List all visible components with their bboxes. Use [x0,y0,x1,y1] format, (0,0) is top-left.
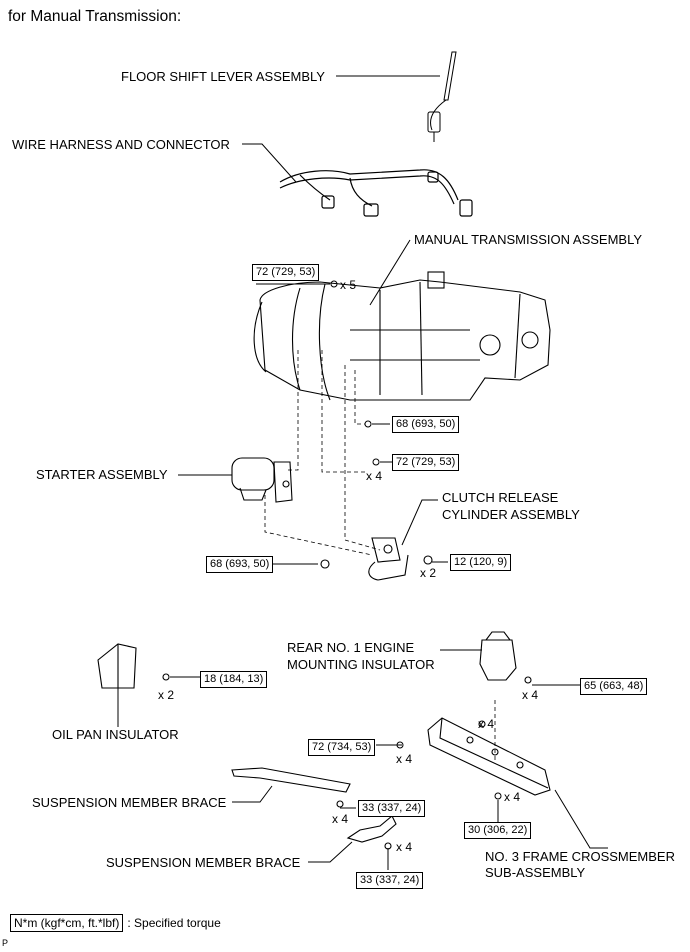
quantity-label: x 4 [332,812,349,826]
torque-spec: 68 (693, 50) [392,416,460,433]
quantity-label: x 5 [340,278,357,292]
torque-spec: 18 (184, 13) [200,671,268,688]
quantity-label: x 2 [420,566,437,580]
torque-spec: 33 (337, 24) [358,800,426,817]
quantity-label: x 4 [396,752,413,766]
label-rear-mount-line1: REAR NO. 1 ENGINE [287,640,415,655]
label-starter: STARTER ASSEMBLY [36,467,168,482]
label-floor-shift-lever: FLOOR SHIFT LEVER ASSEMBLY [121,69,325,84]
label-suspension-brace-lower: SUSPENSION MEMBER BRACE [106,855,301,870]
quantity-label: x 4 [478,717,495,731]
leader-crossmember [554,789,608,849]
torque-spec: 12 (120, 9) [450,554,512,571]
torque-spec: 33 (337, 24) [356,872,424,889]
quantity-label: x 4 [396,840,413,854]
label-suspension-brace-upper: SUSPENSION MEMBER BRACE [32,795,227,810]
torque-spec: 65 (663, 48) [580,678,648,695]
legend-box: N*m (kgf*cm, ft.*lbf) [10,914,124,932]
torque-spec: 30 (306, 22) [464,822,532,839]
quantity-label: x 4 [522,688,539,702]
label-wire-harness: WIRE HARNESS AND CONNECTOR [12,137,230,152]
label-manual-transmission: MANUAL TRANSMISSION ASSEMBLY [414,232,643,247]
quantity-label: x 2 [158,688,175,702]
torque-spec: 72 (729, 53) [392,454,460,471]
leader-wire-harness [242,143,297,183]
label-clutch-line1: CLUTCH RELEASE [442,490,559,505]
label-oil-pan-insulator: OIL PAN INSULATOR [52,727,179,742]
leader-brace-lower [308,841,353,863]
corner-code: P [2,938,9,948]
legend-text: : Specified torque [127,916,221,930]
leader-clutch [401,499,438,546]
label-rear-mount-line2: MOUNTING INSULATOR [287,657,435,672]
torque-spec: 72 (729, 53) [252,264,320,281]
torque-spec: 72 (734, 53) [308,739,376,756]
quantity-label: x 4 [366,469,383,483]
diagram-heading: for Manual Transmission: [8,8,182,25]
label-crossmember-line1: NO. 3 FRAME CROSSMEMBER [485,849,675,864]
torque-spec: 68 (693, 50) [206,556,274,573]
label-clutch-line2: CYLINDER ASSEMBLY [442,507,580,522]
label-crossmember-line2: SUB-ASSEMBLY [485,865,586,880]
torque-legend: N*m (kgf*cm, ft.*lbf) : Specified torque [10,914,221,932]
leader-brace-upper [232,785,273,803]
leader-manual-trans [369,239,411,306]
quantity-label: x 4 [504,790,521,804]
